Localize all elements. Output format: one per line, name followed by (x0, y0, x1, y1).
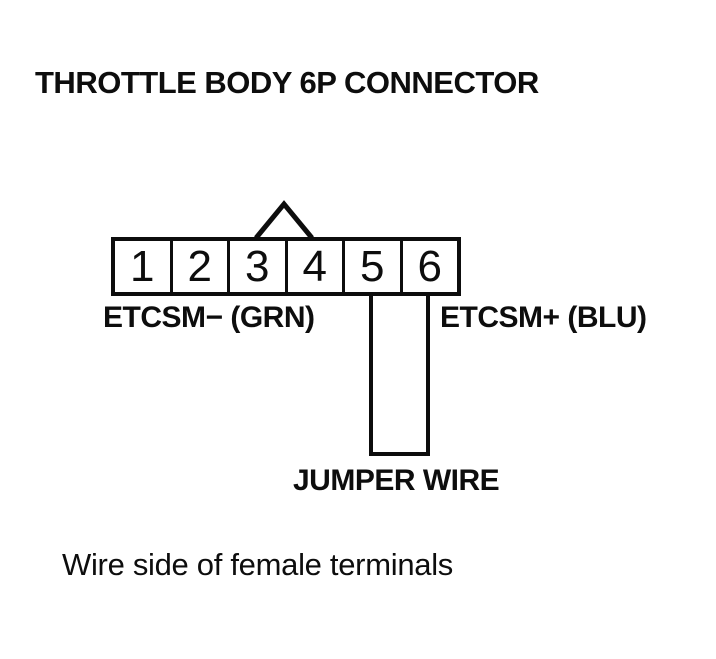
pin-2: 2 (173, 241, 230, 292)
pin-5-number: 5 (360, 242, 385, 291)
pin-6: 6 (403, 241, 458, 292)
pin-6-number: 6 (417, 242, 442, 291)
pin-1: 1 (115, 241, 173, 292)
terminal-label-etcsm-plus: ETCSM+ (BLU) (440, 301, 647, 334)
pin-1-number: 1 (130, 242, 155, 291)
caption-wire-side: Wire side of female terminals (62, 547, 453, 582)
pin-5: 5 (345, 241, 403, 292)
terminal-label-etcsm-minus: ETCSM− (GRN) (103, 301, 315, 334)
connector-keying-notch (254, 200, 314, 240)
connector-body: 1 2 3 4 5 6 (111, 237, 461, 296)
diagram-title: THROTTLE BODY 6P CONNECTOR (35, 65, 539, 100)
pin-3: 3 (230, 241, 288, 292)
jumper-wire-label: JUMPER WIRE (293, 464, 500, 497)
pin-3-number: 3 (245, 242, 270, 291)
pin-4: 4 (288, 241, 345, 292)
pin-2-number: 2 (187, 242, 212, 291)
pin-4-number: 4 (302, 242, 327, 291)
jumper-wire-shape (369, 296, 430, 456)
